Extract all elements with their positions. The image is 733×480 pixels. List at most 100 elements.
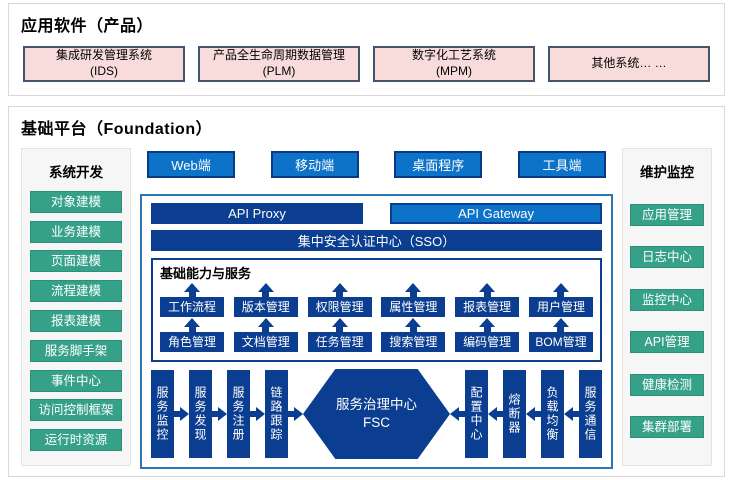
app-system-name: 数字化工艺系统 xyxy=(411,48,496,63)
app-section-title: 应用软件（产品） xyxy=(21,18,154,35)
api-proxy-bar: API Proxy xyxy=(151,203,363,224)
capability-permission-mgmt: 权限管理 xyxy=(307,297,372,317)
dev-item-report-modeling: 报表建模 xyxy=(30,309,122,332)
app-system-card-mpm: 数字化工艺系统 (MPM) xyxy=(373,46,535,82)
dev-item-page-modeling: 页面建模 xyxy=(30,250,122,273)
client-tool: 工具端 xyxy=(517,151,606,178)
up-arrow-stem xyxy=(188,327,196,332)
ops-item-api-mgmt: API管理 xyxy=(630,331,704,354)
dev-item-business-modeling: 业务建模 xyxy=(30,220,122,243)
left-arrow-icon xyxy=(526,407,541,421)
capability-cell: 权限管理 xyxy=(307,283,372,317)
up-arrow-icon xyxy=(405,283,422,292)
up-arrow-stem xyxy=(409,327,417,332)
gov-load-balancer: 负载均衡 xyxy=(541,370,564,458)
up-arrow-stem xyxy=(336,327,344,332)
foundation-columns: 系统开发 对象建模 业务建模 页面建模 流程建模 报表建模 服务脚手架 事件中心… xyxy=(21,148,712,469)
ops-sidebar-title: 维护监控 xyxy=(640,165,694,180)
dev-sidebar: 系统开发 对象建模 业务建模 页面建模 流程建模 报表建模 服务脚手架 事件中心… xyxy=(21,148,131,466)
capabilities-row-1: 工作流程 版本管理 权限管理 属性管理 xyxy=(160,283,593,317)
capability-cell: 任务管理 xyxy=(307,318,372,352)
app-system-abbr: (IDS) xyxy=(90,64,118,78)
capabilities-row-2: 角色管理 文档管理 任务管理 搜索管理 xyxy=(160,318,593,352)
platform-panel: API Proxy API Gateway 集中安全认证中心（SSO） 基础能力… xyxy=(140,194,613,469)
capability-workflow: 工作流程 xyxy=(160,297,224,317)
up-arrow-stem xyxy=(557,327,565,332)
capability-cell: 属性管理 xyxy=(381,283,446,317)
capability-cell: 工作流程 xyxy=(160,283,224,317)
capability-attribute-mgmt: 属性管理 xyxy=(381,297,446,317)
dev-sidebar-items: 对象建模 业务建模 页面建模 流程建模 报表建模 服务脚手架 事件中心 访问控制… xyxy=(30,183,122,459)
right-arrow-icon xyxy=(174,407,189,421)
app-system-card-plm: 产品全生命周期数据管理 (PLM) xyxy=(198,46,360,82)
up-arrow-stem xyxy=(483,292,491,297)
left-arrow-icon xyxy=(450,407,465,421)
up-arrow-stem xyxy=(336,292,344,297)
right-arrow-icon xyxy=(288,407,303,421)
app-systems-row: 集成研发管理系统 (IDS) 产品全生命周期数据管理 (PLM) 数字化工艺系统… xyxy=(23,46,710,82)
capability-version-mgmt: 版本管理 xyxy=(233,297,298,317)
ops-item-cluster-deploy: 集群部署 xyxy=(630,416,704,439)
gov-service-registry: 服务注册 xyxy=(227,370,250,458)
up-arrow-icon xyxy=(479,318,496,327)
capability-search-mgmt: 搜索管理 xyxy=(381,332,446,352)
up-arrow-icon xyxy=(552,318,569,327)
up-arrow-stem xyxy=(188,292,196,297)
capability-cell: BOM管理 xyxy=(528,318,593,352)
api-row: API Proxy API Gateway xyxy=(151,203,602,224)
capability-cell: 搜索管理 xyxy=(381,318,446,352)
up-arrow-stem xyxy=(262,327,270,332)
ops-sidebar-items: 应用管理 日志中心 监控中心 API管理 健康检测 集群部署 xyxy=(630,183,704,459)
right-arrow-icon xyxy=(250,407,265,421)
client-web: Web端 xyxy=(147,151,235,178)
client-desktop: 桌面程序 xyxy=(394,151,483,178)
left-arrow-icon xyxy=(488,407,503,421)
gov-service-monitor: 服务监控 xyxy=(151,370,174,458)
app-software-section: 应用软件（产品） 集成研发管理系统 (IDS) 产品全生命周期数据管理 (PLM… xyxy=(8,3,725,96)
capability-cell: 报表管理 xyxy=(455,283,520,317)
capability-role-mgmt: 角色管理 xyxy=(160,332,224,352)
up-arrow-stem xyxy=(557,292,565,297)
up-arrow-icon xyxy=(331,283,348,292)
service-governance-row: 服务监控 服务发现 服务注册 链路跟踪 服务治理中心 FSC 配置中心 xyxy=(151,369,602,459)
ops-item-log-center: 日志中心 xyxy=(630,246,704,269)
up-arrow-icon xyxy=(257,283,274,292)
capability-cell: 角色管理 xyxy=(160,318,224,352)
capability-encoding-mgmt: 编码管理 xyxy=(455,332,520,352)
app-system-card-ids: 集成研发管理系统 (IDS) xyxy=(23,46,185,82)
gov-service-discovery: 服务发现 xyxy=(189,370,212,458)
app-system-name: 集成研发管理系统 xyxy=(55,48,152,63)
ops-sidebar: 维护监控 应用管理 日志中心 监控中心 API管理 健康检测 集群部署 xyxy=(622,148,712,466)
app-system-card-other: 其他系统… … xyxy=(548,46,710,82)
dev-item-object-modeling: 对象建模 xyxy=(30,190,122,213)
service-governance-center-hexagon: 服务治理中心 FSC xyxy=(303,369,450,459)
left-arrow-icon xyxy=(564,407,579,421)
capability-bom-mgmt: BOM管理 xyxy=(528,332,593,352)
up-arrow-stem xyxy=(409,292,417,297)
gov-service-communication: 服务通信 xyxy=(579,370,602,458)
dev-item-access-control: 访问控制框架 xyxy=(30,399,122,422)
capability-cell: 编码管理 xyxy=(455,318,520,352)
dev-sidebar-title: 系统开发 xyxy=(49,165,103,180)
right-arrow-icon xyxy=(212,407,227,421)
dev-item-service-scaffold: 服务脚手架 xyxy=(30,339,122,362)
capabilities-panel: 基础能力与服务 工作流程 版本管理 权限管理 xyxy=(151,258,602,362)
up-arrow-icon xyxy=(331,318,348,327)
gov-config-center: 配置中心 xyxy=(465,370,488,458)
ops-item-health-check: 健康检测 xyxy=(630,373,704,396)
capability-report-mgmt: 报表管理 xyxy=(455,297,520,317)
sso-bar: 集中安全认证中心（SSO） xyxy=(151,230,602,251)
capability-document-mgmt: 文档管理 xyxy=(233,332,298,352)
foundation-section: 基础平台（Foundation） 系统开发 对象建模 业务建模 页面建模 流程建… xyxy=(8,106,725,477)
up-arrow-icon xyxy=(184,318,200,327)
gov-circuit-breaker: 熔断器 xyxy=(503,370,526,458)
capability-cell: 用户管理 xyxy=(528,283,593,317)
app-system-abbr: (PLM) xyxy=(262,64,296,78)
capability-user-mgmt: 用户管理 xyxy=(528,297,593,317)
fsc-label-line1: 服务治理中心 xyxy=(336,396,417,412)
foundation-section-title: 基础平台（Foundation） xyxy=(21,121,213,138)
client-mobile: 移动端 xyxy=(270,151,359,178)
up-arrow-icon xyxy=(405,318,422,327)
up-arrow-icon xyxy=(479,283,496,292)
app-system-abbr: (MPM) xyxy=(436,64,472,78)
